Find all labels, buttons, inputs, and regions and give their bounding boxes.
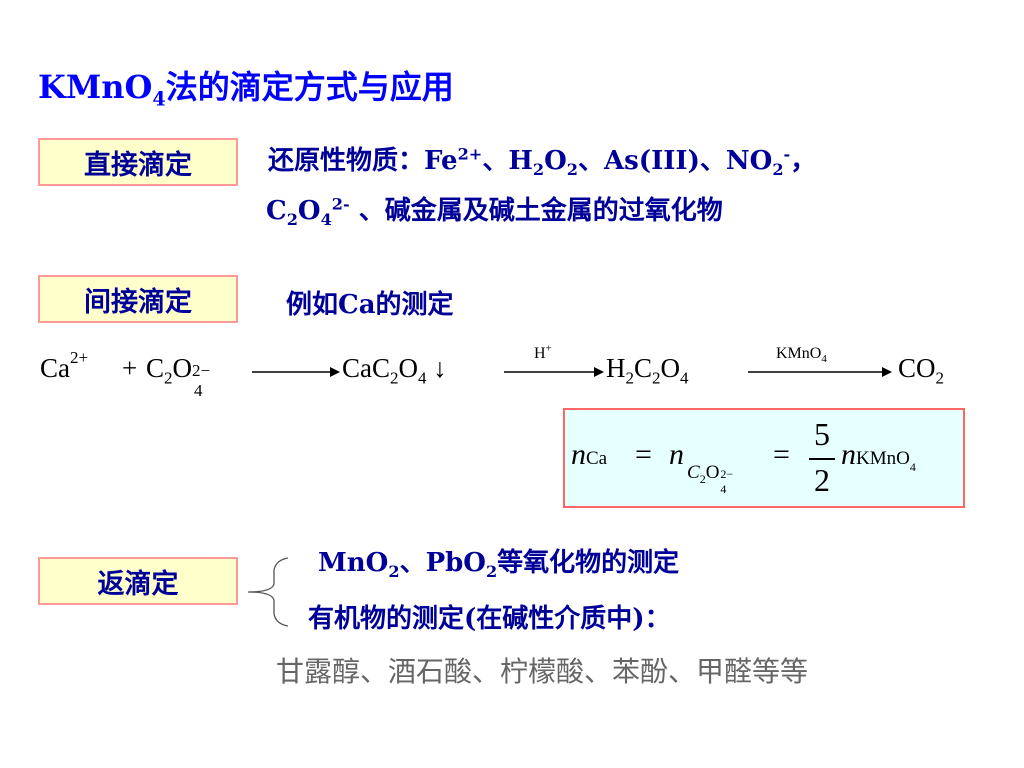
n-oxalate: n (669, 438, 684, 471)
equals-2: = (773, 438, 790, 471)
arrow-2-label: H+ (534, 342, 552, 362)
n-ca: nCa (571, 438, 608, 471)
fraction-bar (809, 458, 835, 460)
direct-titration-label: 直接滴定 (38, 138, 238, 186)
indirect-example: 例如Ca的测定 (286, 290, 454, 320)
n-kmno4: nKMnO4 (841, 438, 916, 474)
reactant-ca: Ca2+ (40, 348, 89, 383)
arrow-3-label: KMnO4 (776, 345, 827, 366)
product-oxalic-acid: H2C2O4 (606, 353, 689, 388)
page-title: KMnO4法的滴定方式与应用 (38, 68, 454, 111)
arrow-2 (504, 367, 604, 377)
arrow-3 (748, 367, 892, 377)
back-examples: 甘露醇、酒石酸、柠檬酸、苯酚、甲醛等等 (276, 655, 809, 688)
fraction-numerator: 5 (814, 416, 830, 452)
plus-sign: + (122, 353, 138, 383)
fraction-denominator: 2 (814, 462, 830, 498)
arrow-1 (252, 367, 340, 377)
equals-1: = (635, 438, 652, 471)
product-co2: CO2 (898, 353, 945, 388)
back-titration-label: 返滴定 (38, 557, 238, 605)
product-calcium-oxalate: CaC2O4 ↓ (342, 353, 447, 388)
brace (247, 557, 289, 627)
direct-line-1: 还原性物质：Fe2+、H2O2、As(III)、NO2-， (268, 144, 817, 180)
back-item-1: MnO2、PbO2等氧化物的测定 (318, 548, 680, 582)
indirect-titration-label: 间接滴定 (38, 275, 238, 323)
direct-line-2: C2O42- 、碱金属及碱土金属的过氧化物 (266, 194, 723, 230)
back-item-2: 有机物的测定(在碱性介质中)： (308, 604, 671, 634)
